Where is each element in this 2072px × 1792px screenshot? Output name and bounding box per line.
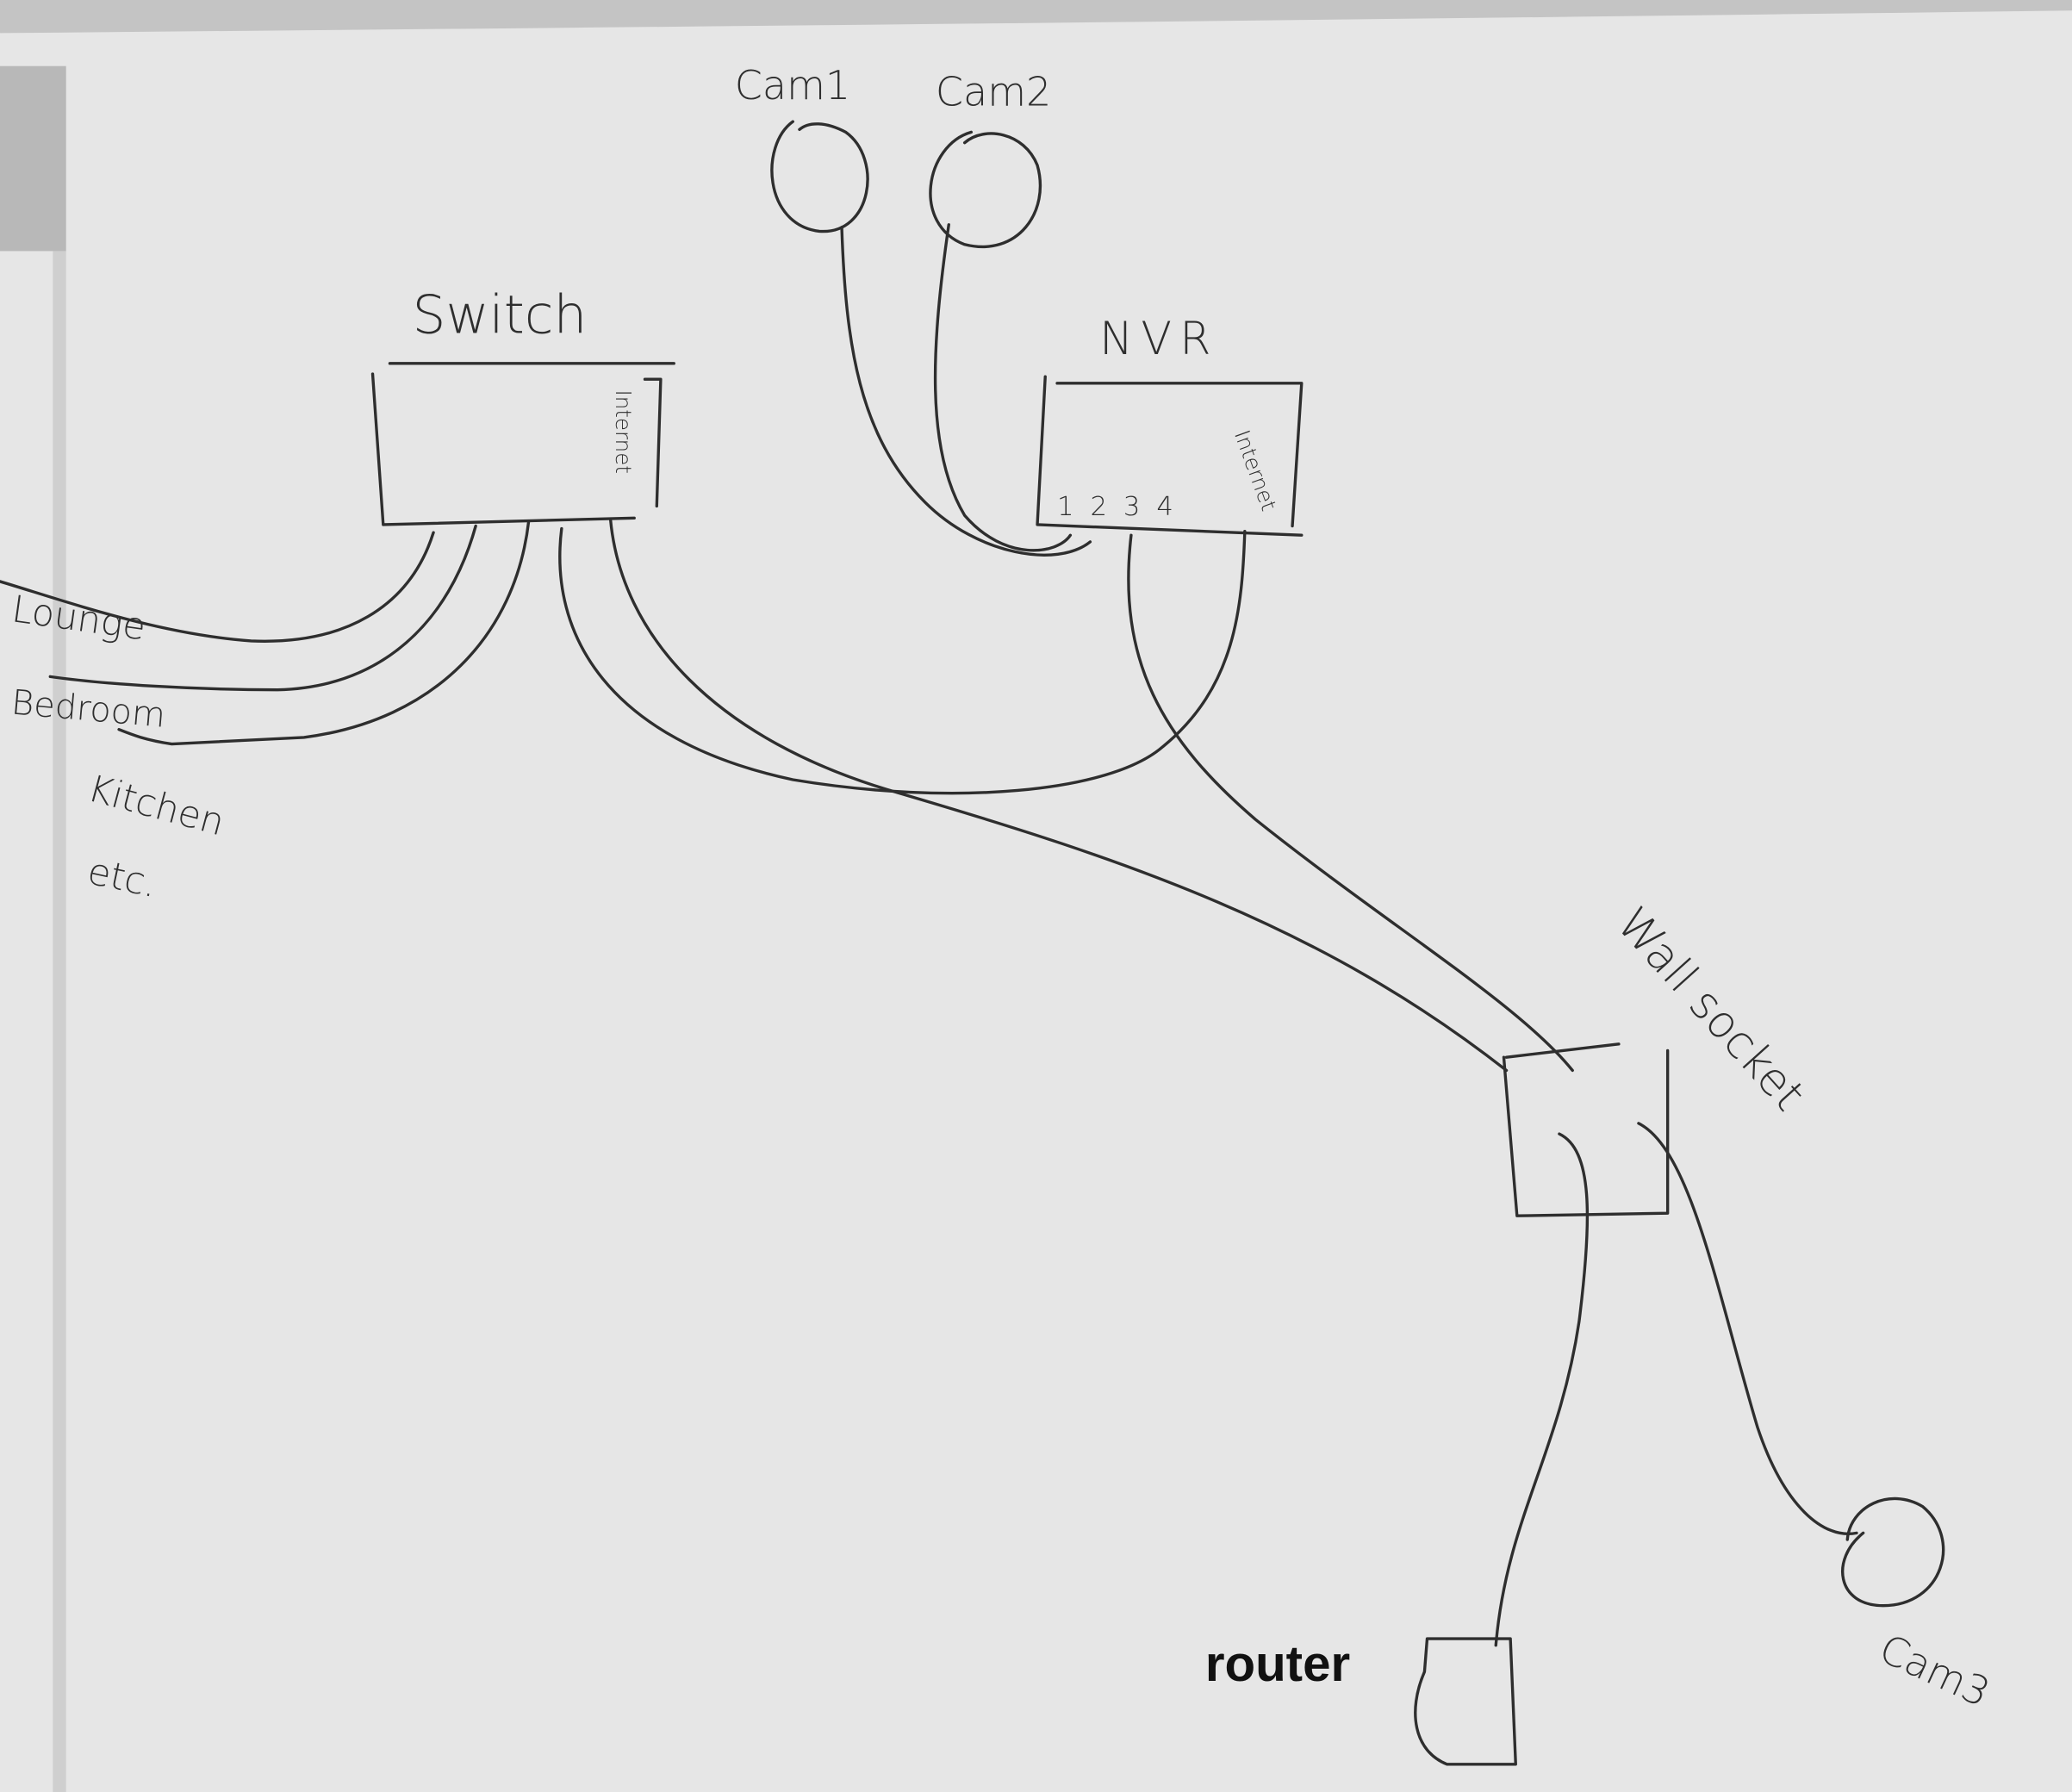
switch-label: Switch [413, 285, 588, 346]
cable-switch-lounge [0, 531, 435, 643]
cable-switch-internet-wall-socket [608, 518, 1509, 1073]
switch-internet-port-label: Internet [611, 390, 636, 474]
cable-wall-socket-router [1494, 1132, 1590, 1647]
router-icon [1414, 1637, 1517, 1766]
cam1-icon [770, 120, 869, 233]
cam2-node: Cam2 [929, 69, 1051, 249]
cam3-icon [1841, 1496, 1945, 1608]
switch-box [370, 372, 663, 526]
cable-switch-nvr-internet [558, 526, 1247, 795]
cable-switch-kitchen [117, 520, 531, 746]
cable-cam2-nvr [933, 223, 1073, 552]
wall-socket-box [1502, 1042, 1670, 1217]
cable-wall-socket-cam3 [1637, 1122, 1858, 1535]
router-label: router [1205, 1636, 1350, 1692]
cam1-node: Cam1 [735, 62, 869, 233]
table-edge [0, 0, 2072, 34]
cable-nvr-wall-socket [1127, 533, 1574, 1073]
nvr-box [1036, 375, 1304, 537]
binder-strip [0, 65, 66, 252]
switch-node: Switch Internet [370, 285, 675, 526]
cam2-icon [929, 130, 1042, 249]
cam2-label: Cam2 [936, 69, 1051, 115]
router-node: router [1205, 1636, 1517, 1766]
nvr-label: NVR [1099, 314, 1219, 365]
page-margin-line [53, 251, 66, 1792]
cable-switch-bedroom [48, 524, 477, 692]
nvr-ports-label: 1 2 3 4 [1057, 492, 1177, 522]
cable-cam1-nvr [840, 226, 1092, 557]
cam1-label: Cam1 [735, 62, 850, 109]
